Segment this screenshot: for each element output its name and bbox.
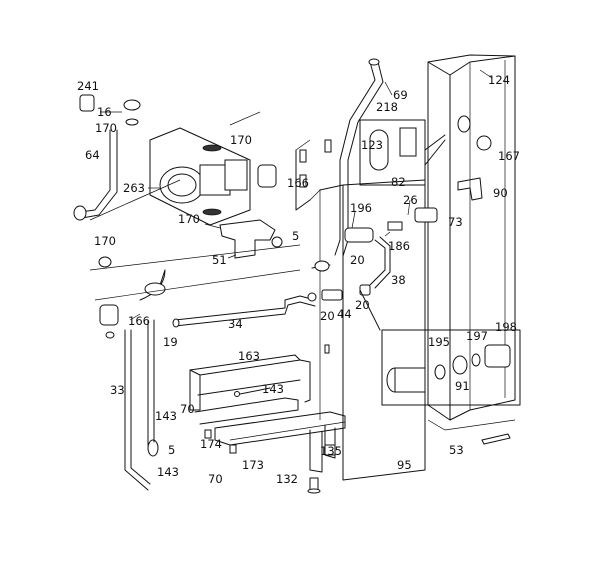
pump-263 xyxy=(149,127,251,226)
callout-170: 170 xyxy=(94,234,116,248)
callout-19: 19 xyxy=(163,335,178,349)
callout-195: 195 xyxy=(428,335,450,349)
pipe-69 xyxy=(334,58,384,257)
callout-218: 218 xyxy=(376,100,398,114)
bracket-51 xyxy=(219,219,283,259)
base-frame xyxy=(189,354,346,473)
pipe-38 xyxy=(369,236,391,289)
callout-95: 95 xyxy=(397,458,412,472)
callout-166: 166 xyxy=(128,314,150,328)
detail-box-218 xyxy=(359,119,446,186)
callout-186: 186 xyxy=(388,239,410,253)
callout-174: 174 xyxy=(200,437,222,451)
valve-group xyxy=(307,207,438,302)
callout-44: 44 xyxy=(337,307,352,321)
callout-163: 163 xyxy=(238,349,260,363)
callout-64: 64 xyxy=(85,148,100,162)
callout-196: 196 xyxy=(350,201,372,215)
callout-143: 143 xyxy=(262,382,284,396)
callout-34: 34 xyxy=(228,317,243,331)
callout-53: 53 xyxy=(449,443,464,457)
right-fittings xyxy=(457,135,492,201)
callout-90: 90 xyxy=(493,186,508,200)
callout-33: 33 xyxy=(110,383,125,397)
pipe-64 xyxy=(73,129,118,221)
pipe-33 xyxy=(124,269,166,491)
callout-173: 173 xyxy=(242,458,264,472)
callout-5: 5 xyxy=(292,229,299,243)
callout-73: 73 xyxy=(448,215,463,229)
callout-51: 51 xyxy=(212,253,227,267)
pipe-34 xyxy=(172,295,316,328)
callout-166: 166 xyxy=(287,176,309,190)
callout-170: 170 xyxy=(95,121,117,135)
callout-20: 20 xyxy=(355,298,370,312)
callout-124: 124 xyxy=(488,73,510,87)
callout-263: 263 xyxy=(123,181,145,195)
callout-20: 20 xyxy=(320,309,335,323)
callout-167: 167 xyxy=(498,149,520,163)
callout-16: 16 xyxy=(97,105,112,119)
callout-26: 26 xyxy=(403,193,418,207)
callout-241: 241 xyxy=(77,79,99,93)
leader-lines xyxy=(89,69,493,321)
callout-20: 20 xyxy=(350,253,365,267)
callout-198: 198 xyxy=(495,320,517,334)
callout-123: 123 xyxy=(361,138,383,152)
callout-70: 70 xyxy=(208,472,223,486)
callout-38: 38 xyxy=(391,273,406,287)
misc-parts xyxy=(307,433,511,494)
callout-197: 197 xyxy=(466,329,488,343)
callout-70: 70 xyxy=(180,402,195,416)
boiler-housing xyxy=(427,54,516,431)
callout-143: 143 xyxy=(157,465,179,479)
left-fittings xyxy=(79,94,277,339)
callout-135: 135 xyxy=(320,444,342,458)
callout-labels: 241 16 170 64 263 170 170 166 170 51 5 1… xyxy=(77,73,520,486)
callout-170: 170 xyxy=(230,133,252,147)
callout-5: 5 xyxy=(168,443,175,457)
callout-170: 170 xyxy=(178,212,200,226)
callout-82: 82 xyxy=(391,175,406,189)
front-panel-95 xyxy=(295,139,426,481)
detail-box-195 xyxy=(359,289,521,406)
callout-132: 132 xyxy=(276,472,298,486)
callout-69: 69 xyxy=(393,88,408,102)
callout-143: 143 xyxy=(155,409,177,423)
callout-91: 91 xyxy=(455,379,470,393)
